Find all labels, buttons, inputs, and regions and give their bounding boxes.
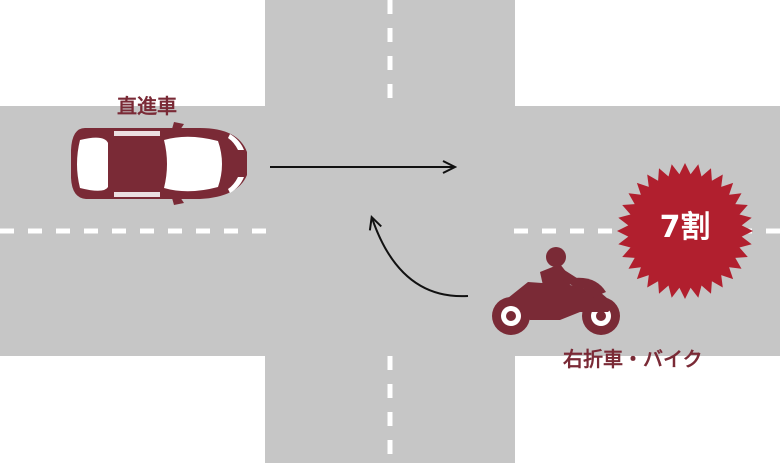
car-top-view-icon	[71, 122, 247, 205]
curved-arrow-icon	[372, 218, 469, 298]
right-turn-bike-label: 右折車・バイク	[563, 347, 703, 371]
badge-text: 7割	[659, 210, 711, 245]
starburst-badge	[617, 163, 753, 299]
motorcycle-rider-icon	[492, 247, 620, 335]
straight-car-label: 直進車	[117, 94, 177, 118]
